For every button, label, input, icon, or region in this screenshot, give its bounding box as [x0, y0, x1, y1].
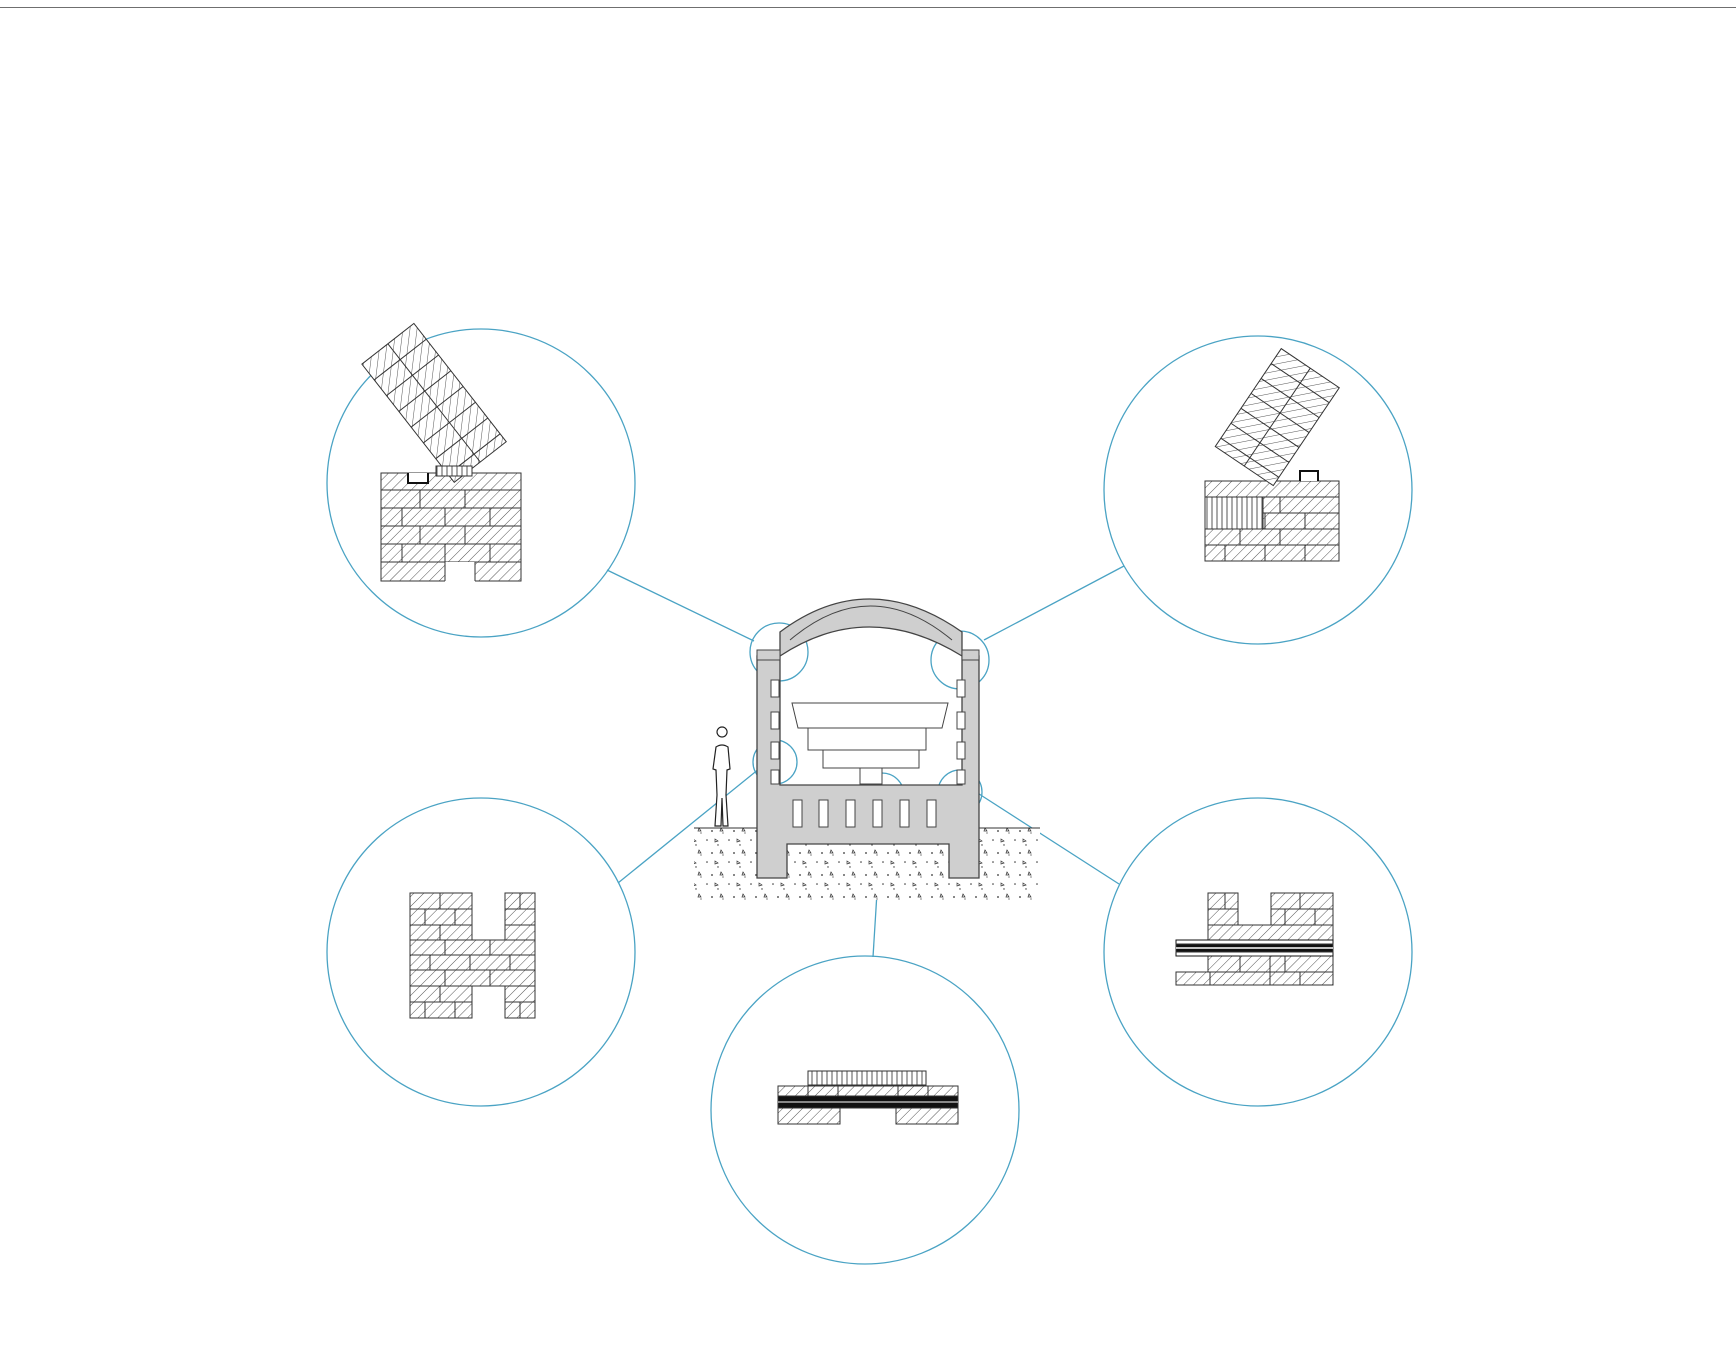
leader-line-mid-right	[975, 791, 1120, 885]
building-cross-section	[694, 598, 1040, 900]
interior-basin	[791, 702, 949, 785]
right-wall-cavities	[956, 679, 966, 785]
detail-arched-brick-vault-left	[361, 322, 522, 582]
detail-circle-floor	[710, 955, 1020, 1265]
parapet-right	[961, 649, 980, 661]
detail-circle-arch-right	[1103, 335, 1413, 645]
detail-arched-brick-vault-right	[1204, 347, 1340, 562]
structure-body	[756, 655, 980, 879]
detail-circle-wall	[326, 797, 636, 1107]
detail-circle-arch-left	[326, 328, 636, 638]
human-silhouette-icon	[712, 726, 731, 827]
detail-wall-with-steel-rod	[1175, 892, 1334, 986]
parapet-left	[756, 649, 781, 661]
detail-slab-with-steel-plate	[777, 1070, 959, 1125]
leader-line-mid-left	[617, 759, 771, 884]
leader-line-top-right	[983, 565, 1125, 641]
left-wall-cavities	[770, 679, 780, 785]
leader-line-top-left	[606, 569, 755, 642]
vault-outer-shell	[789, 605, 953, 641]
detail-h-brick-bond	[409, 892, 536, 1019]
vault-arch	[779, 598, 963, 658]
floor-cavities	[792, 799, 937, 828]
top-border-rule	[0, 7, 1736, 8]
detail-circle-wall-floor	[1103, 797, 1413, 1107]
